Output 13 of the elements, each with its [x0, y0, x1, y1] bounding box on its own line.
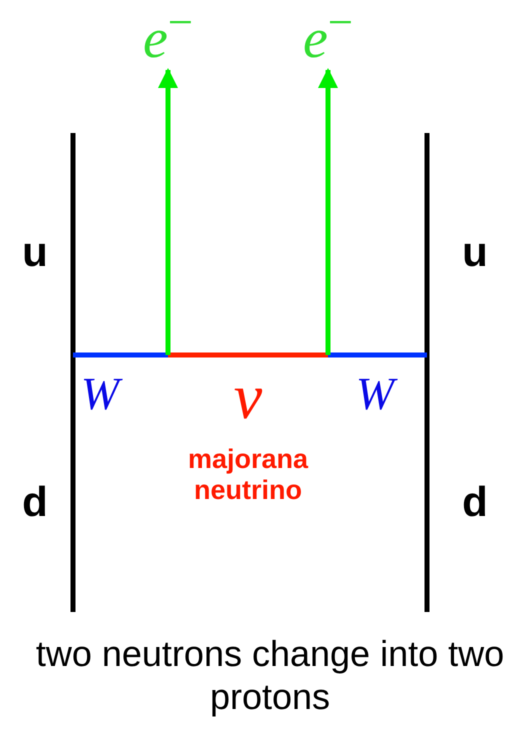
quark-label: d: [21, 478, 49, 526]
neutrino-caption: majorana neutrino: [186, 444, 310, 506]
electron-label: e$^{−}$: [142, 0, 194, 68]
w-boson-label: W: [65, 368, 135, 421]
quark-label: u: [461, 228, 489, 276]
electron-arrow: [158, 68, 178, 355]
w-boson-label: W: [340, 368, 410, 421]
neutrino-symbol: ν: [232, 360, 264, 434]
electron-label: e$^{−}$: [302, 0, 354, 68]
electron-arrow: [318, 68, 338, 355]
quark-label: u: [21, 228, 49, 276]
quark-label: d: [461, 478, 489, 526]
caption: two neutrons change into two protons: [34, 632, 506, 718]
